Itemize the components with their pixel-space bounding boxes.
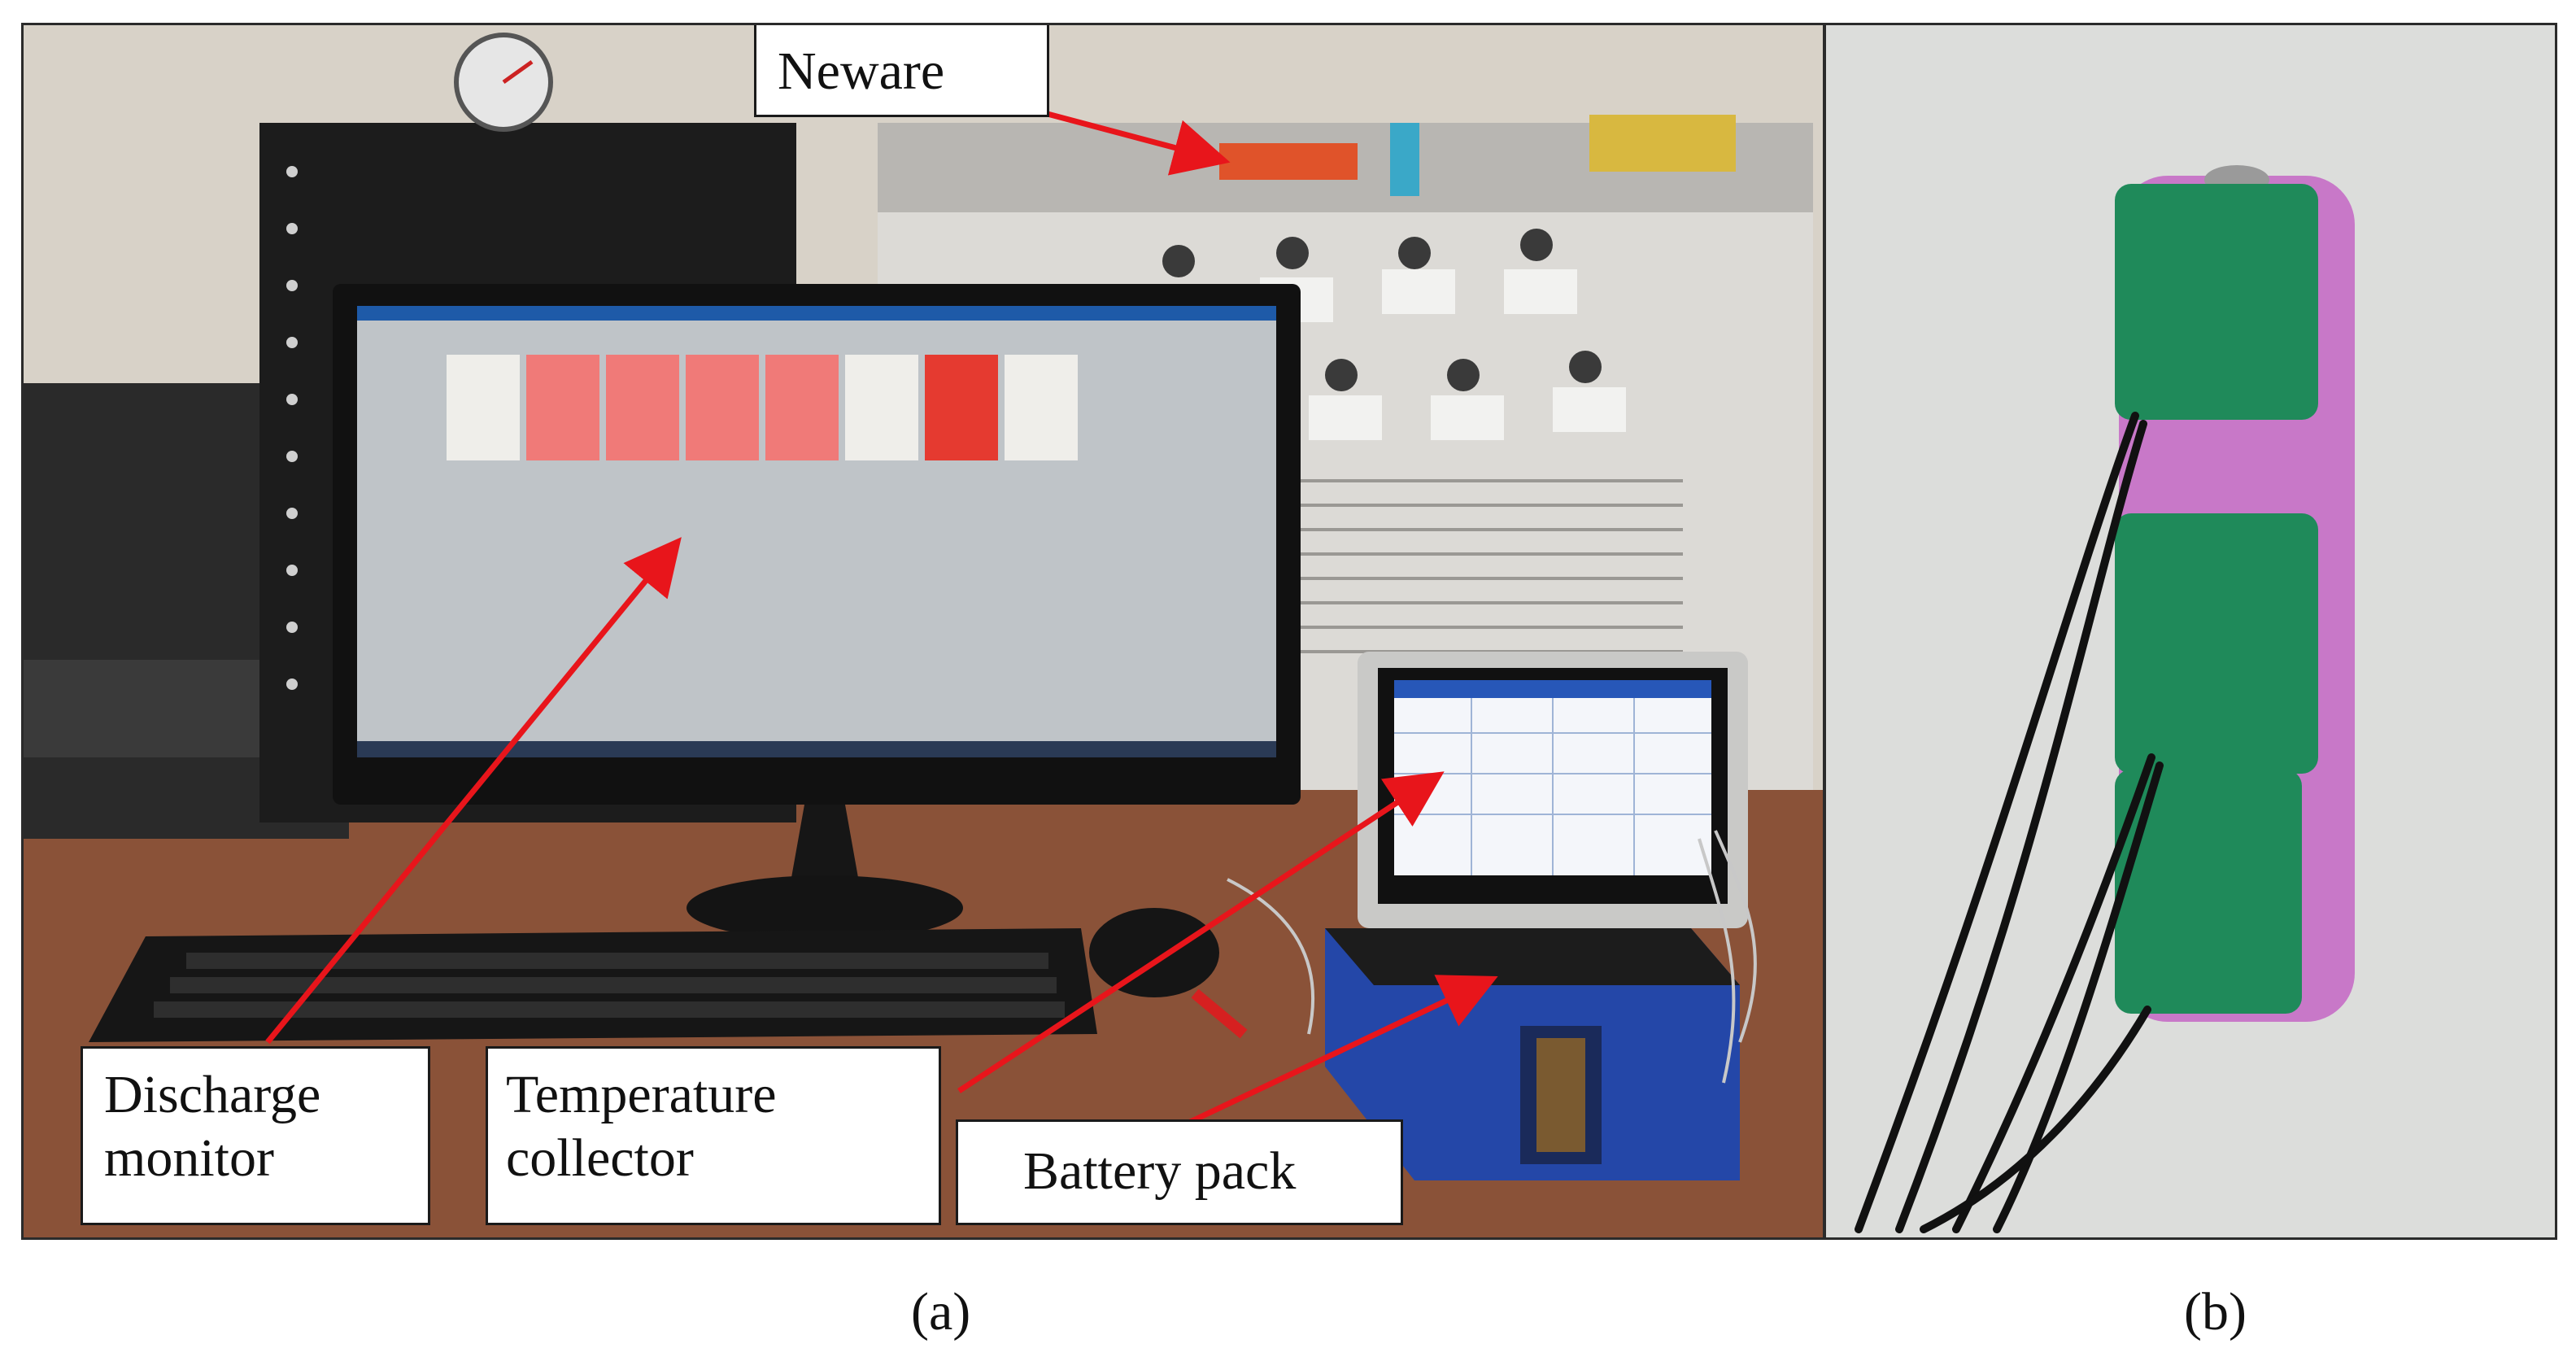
panel-b-photo: [1824, 23, 2557, 1240]
tape-strips: [2115, 184, 2318, 1014]
label-temperature-collector: Temperature collector: [486, 1046, 941, 1225]
thermocouple-wires: [1855, 412, 2164, 1233]
arrow-neware: [1044, 110, 1231, 176]
label-discharge-monitor: Discharge monitor: [81, 1046, 430, 1225]
channel-jacks: [1162, 229, 1602, 391]
label-neware: Neware: [754, 25, 1049, 117]
label-battery-pack: Battery pack: [956, 1119, 1403, 1225]
vent-grille: [1260, 479, 1683, 653]
alligator-clip: [1191, 988, 1248, 1039]
annotation-arrows: [265, 110, 1498, 1127]
mouse: [1089, 908, 1219, 997]
panel-a-photo: Neware Discharge monitor Temperature col…: [21, 23, 1825, 1240]
arrow-battery-pack: [1185, 975, 1498, 1127]
caption-panel-a: (a): [911, 1282, 971, 1342]
arrow-temperature-collector: [957, 771, 1445, 1093]
arrow-discharge-monitor: [265, 537, 682, 1045]
monitor-stand: [686, 875, 963, 940]
tester-display: [1219, 143, 1358, 180]
cylindrical-cell-photo: [1826, 25, 2555, 1237]
caption-panel-b: (b): [2184, 1282, 2247, 1342]
discharge-channel-tiles: [447, 355, 1078, 460]
